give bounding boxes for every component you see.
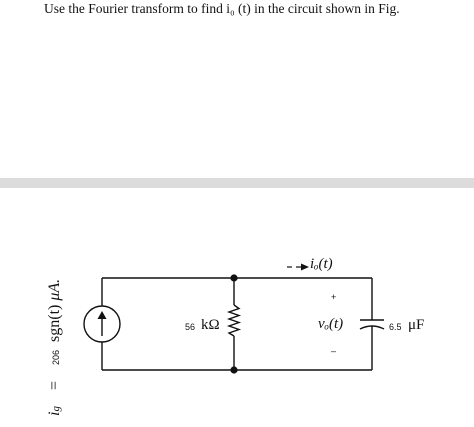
junction-dot-bottom: [230, 366, 238, 374]
section-divider: [0, 178, 474, 188]
junction-dot-top: [230, 274, 238, 282]
source-current-label: ig = 206 sgn(t) μA.: [46, 279, 64, 416]
source-function: sgn(t): [46, 304, 63, 342]
resistor-value: 56: [185, 322, 196, 332]
source-magnitude: 206: [51, 349, 61, 366]
source-subscript: g: [50, 406, 62, 412]
capacitor-voltage-label: vₒ(t): [318, 316, 344, 332]
source-arrow-icon: [97, 311, 107, 319]
capacitor-value: 6.5: [389, 322, 402, 332]
question-text: Use the Fourier transform to find i₀ (t)…: [44, 1, 400, 16]
voltage-plus-sign: +: [331, 292, 337, 302]
resistor-icon: [226, 304, 242, 337]
circuit-diagram: [83, 263, 385, 374]
capacitor-unit: μF: [408, 317, 425, 333]
source-unit: μA.: [46, 278, 63, 301]
voltage-minus-sign: –: [331, 346, 337, 356]
source-symbol: i: [46, 411, 63, 416]
output-current-label: iₒ(t): [310, 256, 333, 272]
resistor-unit: kΩ: [201, 317, 220, 333]
current-source-icon: [83, 305, 121, 343]
circuit-figure: iₒ(t) + vₒ(t) – 56 kΩ 6.5 μF ig = 206 sg…: [0, 240, 474, 427]
output-current-arrow-icon: [287, 263, 309, 271]
source-equals: =: [46, 381, 63, 391]
